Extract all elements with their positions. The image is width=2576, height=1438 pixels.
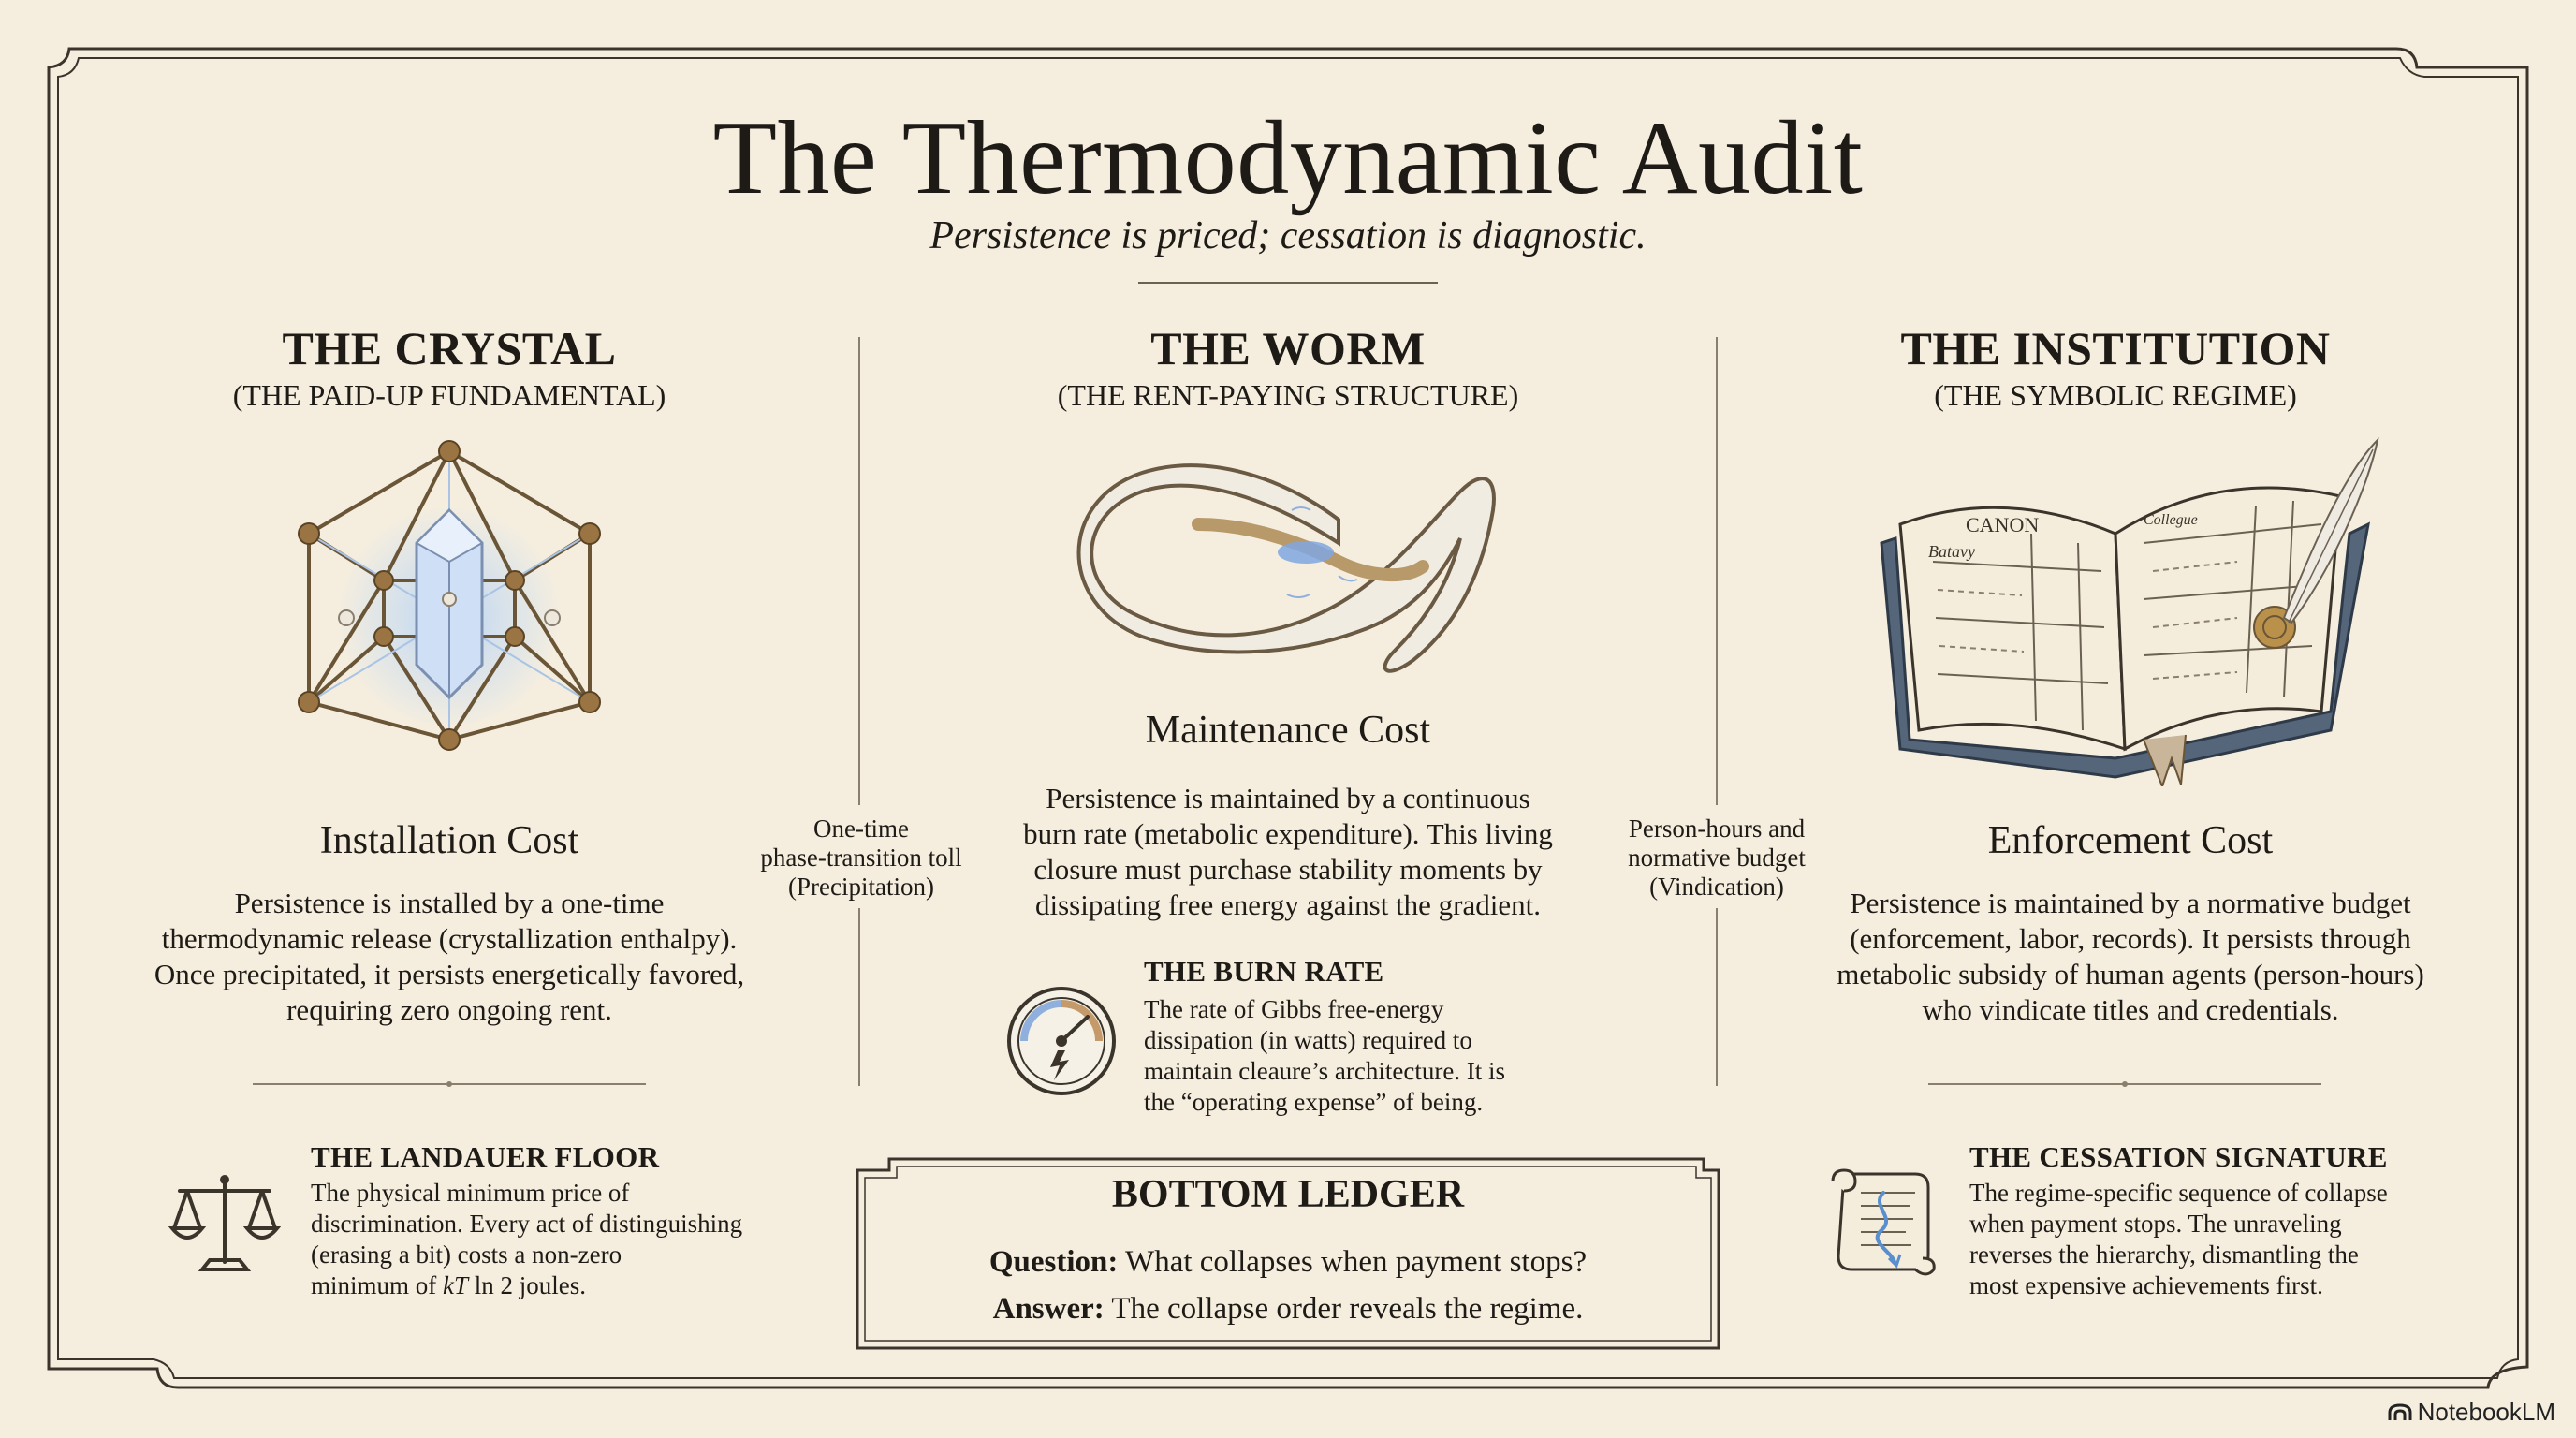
ledger-answer: Answer: The collapse order reveals the r…: [992, 1292, 1584, 1326]
installation-cost-title: Installation Cost: [319, 819, 579, 862]
burn-rate-heading: THE BURN RATE: [1144, 955, 1384, 988]
cessation-text: The regime-specific sequence of collapse…: [1969, 1179, 2388, 1299]
svg-text:Collegue: Collegue: [2144, 512, 2198, 528]
notebooklm-logo-icon: [2388, 1402, 2412, 1420]
worm-icon: [1076, 463, 1496, 673]
landauer-heading: THE LANDAUER FLOOR: [311, 1140, 660, 1173]
scroll-icon: [1831, 1168, 1936, 1276]
crystal-lattice-icon: [298, 440, 601, 751]
vindication-note: Person-hours and normative budget (Vindi…: [1628, 814, 1806, 901]
crystal-subtitle: (THE PAID-UP FUNDAMENTAL): [232, 378, 666, 412]
cessation-heading: THE CESSATION SIGNATURE: [1969, 1140, 2388, 1173]
bottom-ledger-heading: BOTTOM LEDGER: [1111, 1173, 1465, 1216]
ledger-book-icon: CANON Batavy Collegue: [1880, 436, 2379, 786]
burn-rate-text: The rate of Gibbs free-energy dissipatio…: [1144, 995, 1506, 1116]
phase-transition-note: One-time phase-transition toll (Precipit…: [760, 814, 962, 901]
enforcement-cost-title: Enforcement Cost: [1987, 819, 2274, 862]
balance-scale-icon: [168, 1175, 281, 1271]
svg-text:CANON: CANON: [1966, 513, 2039, 536]
notebooklm-brand: NotebookLM: [2388, 1398, 2555, 1427]
enforcement-cost-text: Persistence is maintained by a normative…: [1837, 887, 2424, 1026]
page-subtitle: Persistence is priced; cessation is diag…: [929, 214, 1647, 257]
landauer-text: The physical minimum price of discrimina…: [311, 1179, 743, 1299]
installation-cost-text: Persistence is installed by a one-time t…: [154, 887, 745, 1026]
worm-subtitle: (THE RENT-PAYING STRUCTURE): [1057, 378, 1519, 412]
maintenance-cost-text: Persistence is maintained by a continuou…: [1023, 782, 1553, 921]
institution-title: THE INSTITUTION: [1900, 322, 2331, 374]
page-title: The Thermodynamic Audit: [712, 100, 1864, 216]
ledger-question: Question: What collapses when payment st…: [988, 1245, 1588, 1279]
crystal-title: THE CRYSTAL: [282, 322, 617, 374]
svg-text:Batavy: Batavy: [1928, 542, 1975, 561]
gauge-icon: [1007, 987, 1116, 1095]
maintenance-cost-title: Maintenance Cost: [1145, 709, 1431, 752]
institution-subtitle: (THE SYMBOLIC REGIME): [1934, 378, 2297, 412]
worm-title: THE WORM: [1150, 322, 1426, 374]
